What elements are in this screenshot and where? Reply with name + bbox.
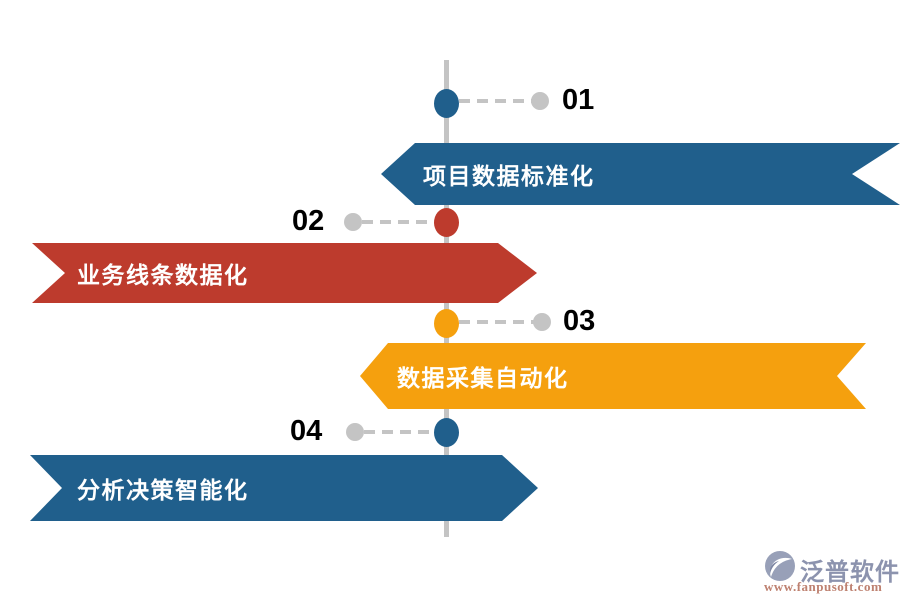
timeline-dot-3 [434, 309, 459, 338]
connector-dashes-1 [459, 99, 532, 103]
banner-step-3-label: 数据采集自动化 [397, 365, 569, 391]
connector-end-dot-1 [531, 92, 549, 110]
connector-end-dot-3 [533, 313, 551, 331]
step-number-1: 01 [562, 84, 595, 116]
connector-dashes-3 [459, 320, 534, 324]
banner-step-4: 分析决策智能化 [30, 455, 538, 521]
timeline-dot-4 [434, 418, 459, 447]
banner-step-4-label: 分析决策智能化 [77, 477, 249, 503]
banner-step-2: 业务线条数据化 [32, 243, 537, 303]
watermark: 泛普软件 www.fanpusoft.com [762, 548, 900, 596]
step-number-4: 04 [290, 415, 323, 447]
timeline-dot-2 [434, 208, 459, 237]
connector-dashes-2 [362, 220, 436, 224]
step-number-3: 03 [563, 305, 596, 337]
banner-step-2-label: 业务线条数据化 [77, 262, 249, 288]
banner-step-3: 数据采集自动化 [360, 343, 866, 409]
banner-step-1-label: 项目数据标准化 [423, 163, 595, 189]
connector-end-dot-2 [344, 213, 362, 231]
brand-url: www.fanpusoft.com [764, 579, 883, 594]
brand-name: 泛普软件 [800, 559, 900, 586]
banner-step-1: 项目数据标准化 [381, 143, 900, 205]
connector-dashes-4 [364, 430, 437, 434]
connector-end-dot-4 [346, 423, 364, 441]
step-number-2: 02 [292, 205, 325, 237]
timeline-dot-1 [434, 89, 459, 118]
fanpu-logo-icon [765, 551, 795, 581]
